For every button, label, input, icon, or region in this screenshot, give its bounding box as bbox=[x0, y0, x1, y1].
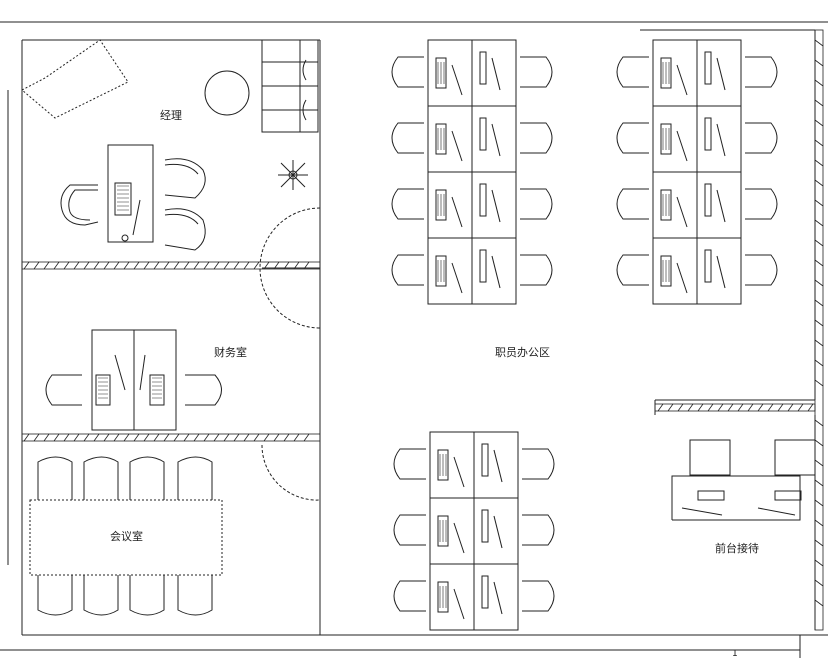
room-label-meeting: 会议室 bbox=[110, 529, 143, 543]
plant bbox=[278, 160, 308, 190]
workstation-cluster-2 bbox=[616, 39, 778, 305]
workstations bbox=[391, 39, 778, 631]
page-mark: 1 bbox=[732, 649, 738, 658]
finance-room-furniture bbox=[45, 329, 222, 431]
room-label-workspace: 职员办公区 bbox=[495, 346, 550, 359]
reception-furniture bbox=[671, 439, 816, 521]
doors bbox=[259, 207, 321, 501]
manager-office-furniture bbox=[21, 39, 319, 251]
walls bbox=[0, 21, 828, 658]
room-label-reception: 前台接待 bbox=[715, 541, 759, 555]
room-label-finance: 财务室 bbox=[214, 345, 247, 359]
room-label-manager: 经理 bbox=[160, 109, 182, 122]
workstation-cluster-1 bbox=[391, 39, 553, 305]
workstation-cluster-3 bbox=[393, 431, 555, 631]
partition-walls bbox=[21, 29, 824, 631]
meeting-room-furniture bbox=[29, 456, 223, 616]
bookshelf bbox=[261, 39, 319, 133]
